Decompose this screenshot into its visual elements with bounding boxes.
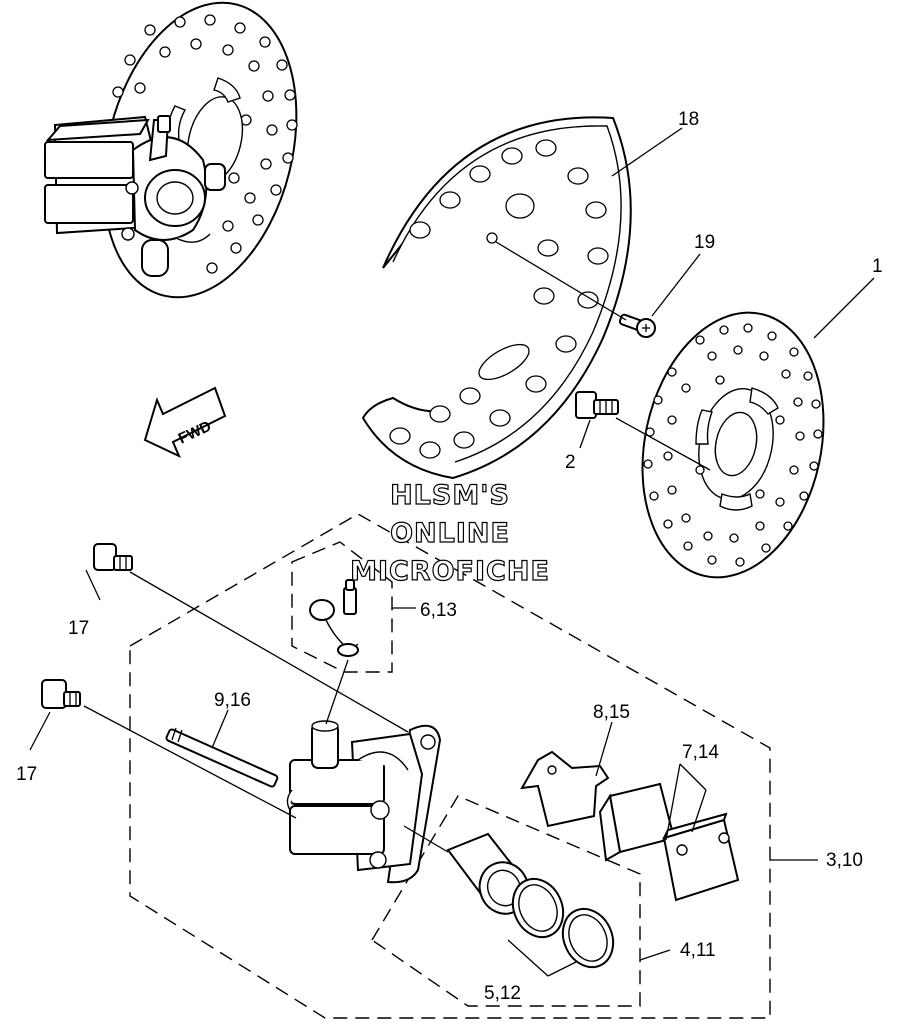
label-4-11: 4,11 [680, 940, 716, 961]
pad-spring-part-8-15 [520, 750, 610, 828]
brake-disc-part-1 [641, 311, 825, 579]
label-3-10: 3,10 [826, 850, 863, 871]
watermark-line-1: HLSM'S [390, 480, 510, 511]
brake-pads-part-7-14 [598, 782, 740, 902]
disc-guard-holes [389, 139, 609, 459]
label-1: 1 [872, 256, 883, 277]
assembled-caliper [44, 115, 226, 277]
leader-lines-bottom [29, 569, 818, 977]
bleed-screw-box [291, 541, 393, 673]
label-19: 19 [694, 232, 715, 253]
watermark-line-2: ONLINE [390, 518, 510, 549]
caliper-body [286, 720, 442, 884]
seals-part-5-12 [511, 877, 615, 969]
dashed-groups [129, 513, 771, 1019]
label-9-16: 9,16 [214, 690, 251, 711]
label-18: 18 [678, 109, 699, 130]
bolt-part-2 [575, 391, 619, 419]
bolt-part-17-upper [93, 543, 133, 571]
label-17-lower: 17 [16, 764, 37, 785]
caliper-assembly-box [129, 513, 771, 1019]
disc-holes [643, 323, 823, 567]
bleed-screw-part-6-13 [309, 579, 359, 657]
callout-labels: 1 18 19 2 17 17 6,13 9,16 8,15 7,14 3,10… [16, 109, 883, 1004]
label-6-13: 6,13 [420, 600, 457, 621]
assembled-disc-holes [112, 14, 298, 274]
watermark-line-3: MICROFICHE [350, 556, 550, 587]
disc-guard-part-18 [361, 116, 632, 480]
label-2: 2 [565, 452, 576, 473]
watermark: HLSM'S ONLINE MICROFICHE [349, 479, 550, 587]
label-5-12: 5,12 [484, 983, 521, 1004]
assembled-view [44, 1, 298, 299]
label-7-14: 7,14 [682, 742, 719, 763]
fwd-arrow: FWD [143, 386, 227, 459]
slide-pin-part-9-16 [165, 727, 279, 788]
label-8-15: 8,15 [593, 702, 630, 723]
screw-part-19 [618, 313, 656, 338]
leader-lines-top [495, 127, 875, 471]
bolt-part-17-lower [41, 679, 81, 709]
piston-seal-box [371, 795, 641, 1007]
label-17-upper: 17 [68, 618, 89, 639]
